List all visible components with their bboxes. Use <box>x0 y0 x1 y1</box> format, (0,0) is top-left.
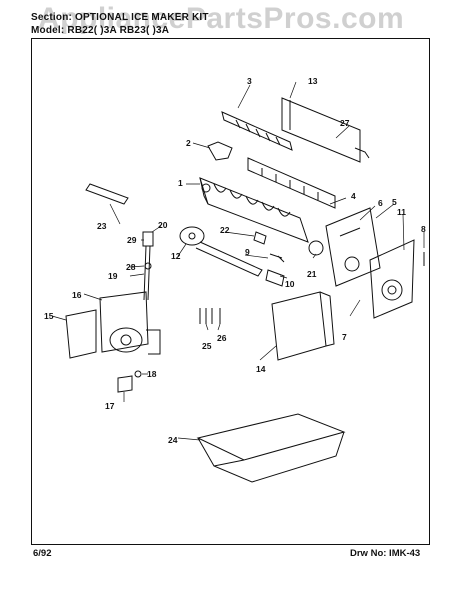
valve-bracket <box>65 309 97 359</box>
callout-4: 4 <box>351 191 356 201</box>
callout-26: 26 <box>217 333 227 343</box>
callout-23: 23 <box>97 221 107 231</box>
callout-22: 22 <box>220 225 230 235</box>
callout-11: 11 <box>397 207 406 217</box>
heater-part <box>265 269 285 287</box>
callout-17: 17 <box>105 401 115 411</box>
bracket-part <box>253 231 267 245</box>
ice-mold <box>199 177 309 243</box>
callout-9: 9 <box>245 247 250 257</box>
callout-19: 19 <box>108 271 118 281</box>
ice-bin <box>196 413 346 483</box>
fill-tube <box>142 231 154 301</box>
callout-16: 16 <box>72 290 82 300</box>
callout-5: 5 <box>392 197 397 207</box>
callout-8: 8 <box>421 224 426 234</box>
callout-1: 1 <box>178 178 183 188</box>
callout-27: 27 <box>340 118 350 128</box>
fill-trough <box>247 157 336 209</box>
ejector-blade <box>221 111 293 151</box>
callout-13: 13 <box>308 76 318 86</box>
callout-3: 3 <box>247 76 252 86</box>
screw-set <box>199 308 221 324</box>
model-line: Model: RB22( )3A RB23( )3A <box>31 25 170 36</box>
diagram-frame <box>31 38 430 545</box>
drive-gear <box>308 240 324 256</box>
insulation-block <box>271 291 335 361</box>
callout-12: 12 <box>171 251 181 261</box>
valve-fitting <box>117 375 133 393</box>
stripper-shield <box>281 97 370 163</box>
callout-7: 7 <box>342 332 347 342</box>
callout-15: 15 <box>44 311 54 321</box>
callout-29: 29 <box>127 235 137 245</box>
callout-24: 24 <box>168 435 178 445</box>
thermostat-assembly <box>179 226 263 277</box>
callout-20: 20 <box>158 220 168 230</box>
screw-part <box>269 253 285 263</box>
callout-28: 28 <box>126 262 136 272</box>
callout-25: 25 <box>202 341 212 351</box>
callout-21: 21 <box>307 269 317 279</box>
section-title: Section: OPTIONAL ICE MAKER KIT <box>31 12 209 23</box>
strip-part <box>85 183 129 205</box>
callout-2: 2 <box>186 138 191 148</box>
revision-date: 6/92 <box>33 548 52 559</box>
motor-housing <box>325 207 381 287</box>
callout-10: 10 <box>285 279 295 289</box>
callout-14: 14 <box>256 364 266 374</box>
module-cover <box>369 239 415 319</box>
clip-part <box>207 141 233 161</box>
callout-18: 18 <box>147 369 157 379</box>
fitting-nut <box>134 370 142 378</box>
callout-6: 6 <box>378 198 383 208</box>
watermark: AppliancePartsPros.com <box>38 2 405 35</box>
drawing-number: Drw No: IMK-43 <box>350 548 421 559</box>
leader-lines <box>51 81 425 441</box>
water-valve <box>99 291 161 355</box>
